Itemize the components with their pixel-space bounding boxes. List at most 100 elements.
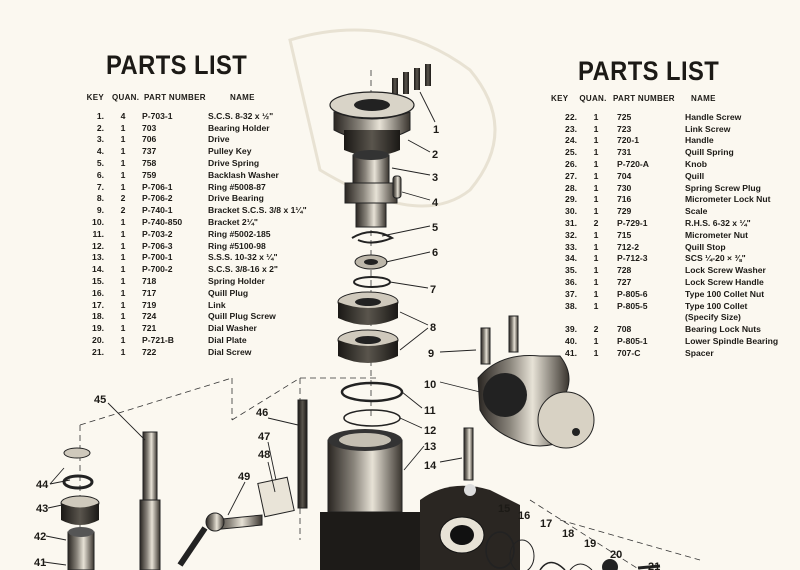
row-name: Quill Spring — [685, 147, 734, 158]
row-key: 39. — [565, 324, 577, 335]
header-part-number: PART NUMBER — [144, 93, 206, 102]
row-name-continuation: (Specify Size) — [685, 312, 741, 323]
row-quan: 1 — [593, 288, 599, 299]
parts-list-title-right: PARTS LIST — [578, 56, 720, 86]
row-name: Drive Bearing — [208, 193, 264, 204]
callout-number: 49 — [238, 471, 250, 483]
row-quan: 1 — [120, 181, 126, 192]
row-quan: 2 — [593, 324, 599, 335]
row-part-number: P-706-3 — [142, 240, 173, 251]
callout-number: 45 — [94, 394, 106, 406]
row-key: 17. — [92, 299, 104, 310]
row-quan: 1 — [120, 299, 126, 310]
row-part-number: 722 — [142, 346, 157, 357]
row-name: Type 100 Collet — [685, 300, 748, 311]
handle-part-49 — [177, 512, 263, 567]
callout-number: 20 — [610, 549, 622, 561]
callout-number: 5 — [432, 222, 438, 234]
row-name: Type 100 Collet Nut — [685, 288, 765, 299]
bottom-right-parts — [485, 531, 661, 570]
row-quan: 2 — [120, 205, 126, 216]
row-name: Link — [208, 299, 226, 310]
row-key: 21. — [92, 346, 104, 357]
row-name: Quill Plug Screw — [208, 311, 276, 322]
row-key: 6. — [96, 169, 104, 180]
row-key: 15. — [92, 275, 104, 286]
row-quan: 1 — [593, 229, 599, 240]
row-name: Drive Spring — [208, 157, 260, 168]
row-quan: 1 — [593, 241, 599, 252]
row-name: Micrometer Lock Nut — [685, 194, 771, 205]
row-name: Spring Holder — [208, 275, 265, 286]
bracket-screws-part-9 — [480, 315, 519, 365]
row-name: Quill Plug — [208, 287, 249, 298]
drive-bearings-part-8 — [337, 291, 399, 363]
row-key: 22. — [565, 111, 577, 122]
callout-number: 44 — [36, 479, 49, 491]
row-quan: 1 — [120, 346, 126, 357]
row-key: 11. — [92, 228, 104, 239]
row-quan: 1 — [593, 276, 599, 287]
row-name: Drive — [208, 134, 230, 145]
row-part-number: P-805-6 — [617, 288, 648, 299]
row-key: 28. — [565, 182, 577, 193]
header-quan: QUAN. — [579, 94, 607, 103]
row-name: Knob — [685, 158, 707, 169]
backlash-washer-part-6 — [354, 254, 388, 270]
row-part-number: P-805-1 — [617, 335, 648, 346]
spindle-part-45 — [139, 431, 161, 570]
row-part-number: P-720-A — [617, 158, 649, 169]
row-part-number: P-712-3 — [617, 253, 648, 264]
row-part-number: 703 — [142, 122, 157, 133]
row-part-number: P-703-2 — [142, 228, 173, 239]
row-key: 7. — [96, 181, 104, 192]
row-part-number: 706 — [142, 134, 157, 145]
row-name: SCS ¼-20 × ⅜" — [685, 253, 746, 264]
row-name: S.C.S. 8-32 x ½" — [208, 110, 274, 121]
callout-number: 46 — [256, 407, 268, 419]
row-name: Spring Screw Plug — [685, 182, 761, 193]
callout-number: 7 — [430, 284, 436, 296]
row-quan: 1 — [120, 228, 126, 239]
row-part-number: P-729-1 — [617, 217, 648, 228]
row-part-number: 721 — [142, 323, 157, 334]
row-key: 36. — [565, 276, 577, 287]
row-key: 13. — [92, 252, 104, 263]
row-part-number: 737 — [142, 146, 157, 157]
row-key: 8. — [96, 193, 104, 204]
callout-number: 10 — [424, 379, 436, 391]
screw-part-14 — [463, 427, 474, 481]
row-part-number: 720-1 — [617, 135, 639, 146]
row-part-number: 707-C — [617, 347, 641, 358]
row-part-number: P-805-5 — [617, 300, 648, 311]
row-name: R.H.S. 6-32 x ¼" — [685, 217, 751, 228]
callout-number: 8 — [430, 322, 436, 334]
row-part-number: 731 — [617, 147, 632, 158]
row-quan: 1 — [120, 134, 126, 145]
row-quan: 1 — [593, 111, 599, 122]
row-quan: 1 — [593, 300, 599, 311]
row-key: 24. — [565, 135, 577, 146]
row-quan: 1 — [120, 323, 126, 334]
callout-number: 11 — [424, 405, 436, 417]
row-part-number: 759 — [142, 169, 157, 180]
